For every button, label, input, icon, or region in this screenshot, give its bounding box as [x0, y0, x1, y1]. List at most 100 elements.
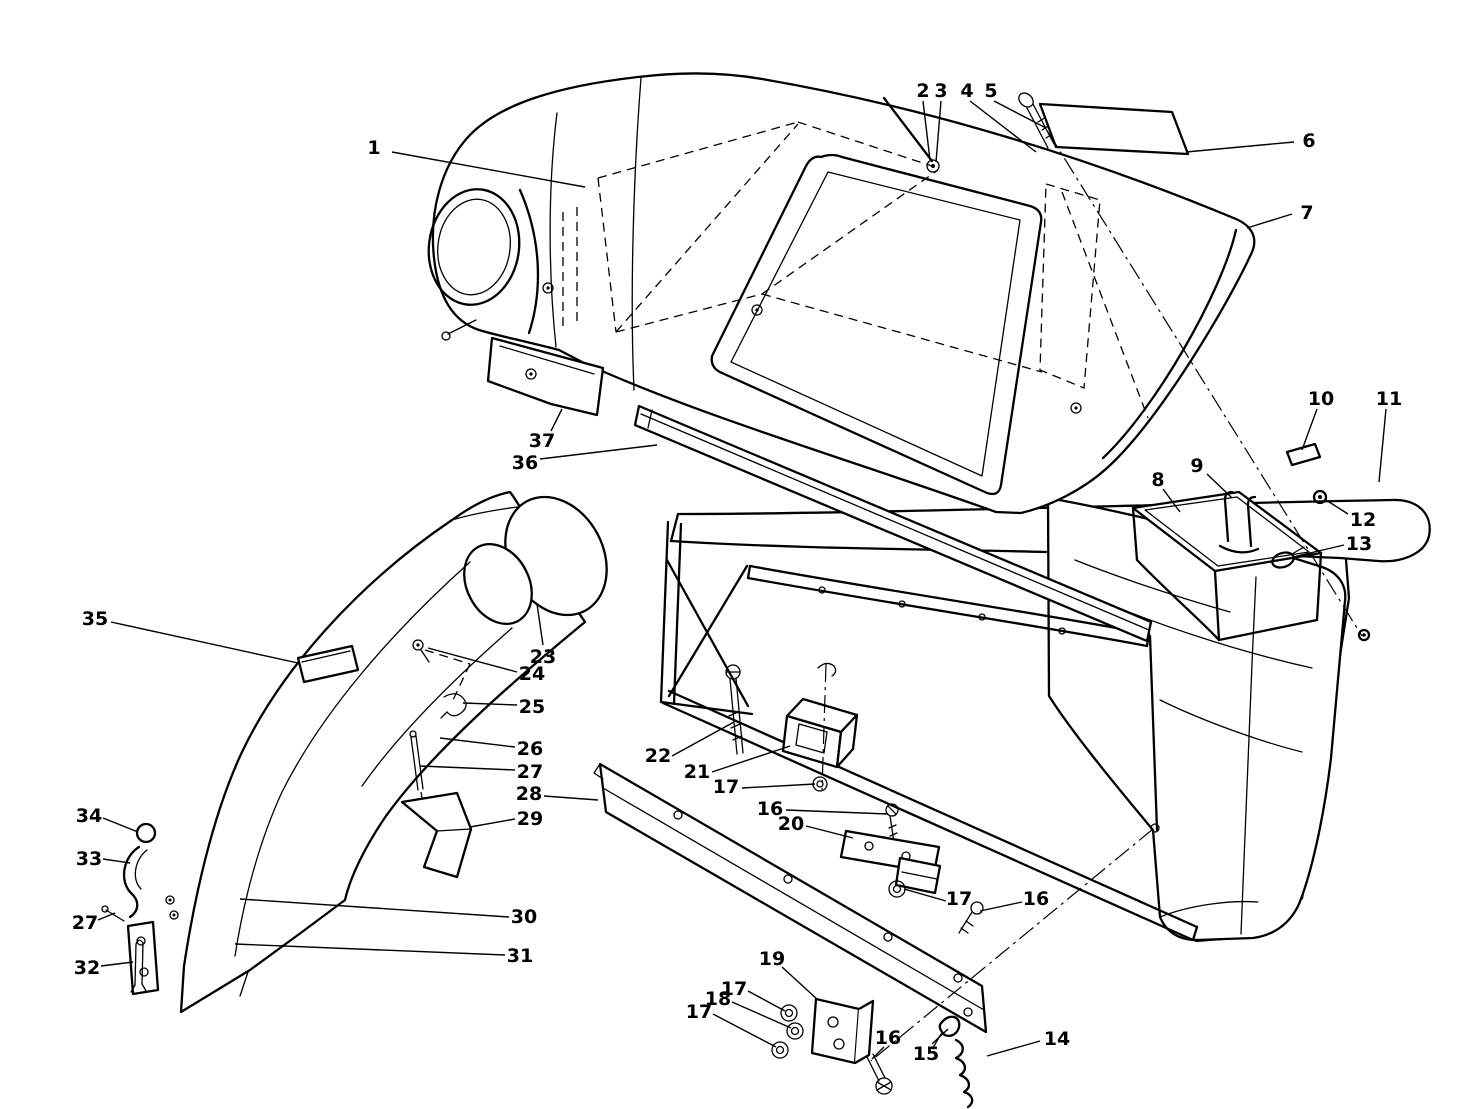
bolt-part16-b: [958, 901, 984, 934]
frame-vertical-member: [1148, 634, 1159, 832]
callout-12: 12: [1350, 509, 1376, 531]
box-bottom-right: [1217, 618, 1319, 642]
chute-label-plate-line: [301, 650, 351, 663]
callout-2: 2: [916, 80, 929, 102]
callout-16: 16: [875, 1027, 901, 1049]
callout-leader-17: [712, 1013, 777, 1048]
callout-13: 13: [1346, 533, 1372, 555]
hanger-strip-outline: [633, 404, 1153, 643]
chute-foot-bolt-2-center: [172, 913, 176, 917]
bracket-part19: [810, 997, 875, 1065]
callout-leader-37: [550, 408, 563, 432]
bolt-right-end: [1357, 628, 1371, 642]
frame-diagonal-2: [667, 564, 749, 698]
frame-mid-rail-endcap-l: [746, 564, 752, 580]
discharge-chute: [165, 490, 608, 1014]
callout-21: 21: [684, 761, 710, 783]
callout-6: 6: [1302, 130, 1315, 152]
callout-leader-17: [741, 783, 816, 789]
hood-rim-7-inner: [1101, 228, 1238, 460]
callout-leader-13: [1292, 544, 1345, 558]
clip-part25-tail: [440, 711, 448, 719]
flap-screw: [525, 368, 537, 380]
callout-9: 9: [1190, 455, 1203, 477]
callout-34: 34: [76, 805, 102, 827]
hood-bottom-flap-37: [486, 336, 605, 417]
bolt-part12-center: [1318, 495, 1322, 499]
hood-nose-seam: [518, 188, 540, 335]
bag-bottom-fold: [1159, 900, 1259, 918]
frame-mid-rail-top: [748, 564, 1151, 636]
bag-wrinkle-4: [1074, 559, 1231, 613]
chute-hardware: [101, 639, 473, 996]
callout-leader-27: [97, 912, 116, 921]
callout-leader-30: [239, 898, 510, 918]
bolt-part3-center: [931, 164, 935, 168]
callout-leader-1: [391, 151, 586, 188]
hook-part13-tail: [1291, 546, 1305, 555]
callout-leader-24: [427, 647, 518, 673]
retainer-rod-base: [1218, 544, 1260, 554]
callout-leader-25: [462, 702, 518, 706]
callout-10: 10: [1308, 388, 1334, 410]
frame-rim-lower-edge: [669, 539, 1048, 554]
cotter-pin-part32: [130, 939, 147, 993]
hanger-strip-fold: [640, 413, 1150, 631]
bracket-part29: [400, 791, 473, 879]
lower-rail-28: [593, 762, 988, 1034]
callout-leader-36: [539, 444, 658, 460]
callout-29: 29: [517, 808, 543, 830]
chute-tube-join: [451, 506, 518, 521]
callout-leader-18: [731, 1001, 792, 1029]
callout-5: 5: [984, 80, 997, 102]
box-edge-left: [1131, 506, 1139, 562]
pin-part26-27: [410, 736, 419, 791]
callout-36: 36: [512, 452, 538, 474]
bolt-part22: [725, 664, 744, 755]
centerline-bolt5-to-frame: [1047, 131, 1363, 637]
frame-left-post: [659, 520, 670, 704]
box-bottom-front: [1135, 558, 1221, 642]
callout-leader-23: [536, 603, 544, 646]
nut-part17-a-inner: [816, 780, 824, 788]
callout-27: 27: [72, 912, 98, 934]
screw-part24-shaft: [420, 649, 430, 663]
callout-17: 17: [946, 888, 972, 910]
washer-part17-c: [780, 1004, 798, 1022]
hood-bottom-flap-fold: [499, 345, 595, 375]
retainer-rod-prong-1: [1223, 490, 1234, 543]
callout-leader-15: [931, 1028, 949, 1045]
callout-19: 19: [759, 948, 785, 970]
box-edge-right: [1315, 551, 1323, 622]
callout-17: 17: [713, 776, 739, 798]
hanger-strip-notch: [647, 409, 653, 429]
bagger-frame-front: [661, 564, 1199, 942]
centerline-frame-to-bolt16: [870, 828, 1154, 1062]
chute-skirt-fold-1: [204, 977, 237, 999]
callout-4: 4: [960, 80, 973, 102]
clip-part15: [938, 1015, 961, 1038]
bolt-part12: [1312, 489, 1328, 505]
callout-1: 1: [367, 137, 380, 159]
screw-part24: [412, 639, 424, 651]
mount-plate-hole-2: [139, 967, 149, 977]
hood-assembly: [427, 72, 1256, 515]
rail-hole: [1058, 627, 1066, 635]
screw-part24-center: [416, 643, 420, 647]
callout-leader-17: [747, 990, 786, 1012]
clip-part33: [122, 845, 141, 919]
square-tube-part21: [781, 697, 859, 769]
callout-14: 14: [1044, 1028, 1070, 1050]
bolt-part3: [926, 159, 940, 173]
callout-leader-17: [903, 888, 947, 902]
washer-part17-d-inner: [775, 1045, 785, 1055]
frame-bottom-rail-outer: [661, 701, 1195, 942]
callout-leader-22: [671, 721, 735, 757]
callout-leader-16: [785, 809, 889, 815]
hood-window-inner-sill: [730, 171, 1021, 477]
grass-bag: [1046, 496, 1347, 942]
rail-hole: [978, 613, 986, 621]
nose-stud-head: [441, 331, 451, 341]
callout-16: 16: [757, 798, 783, 820]
